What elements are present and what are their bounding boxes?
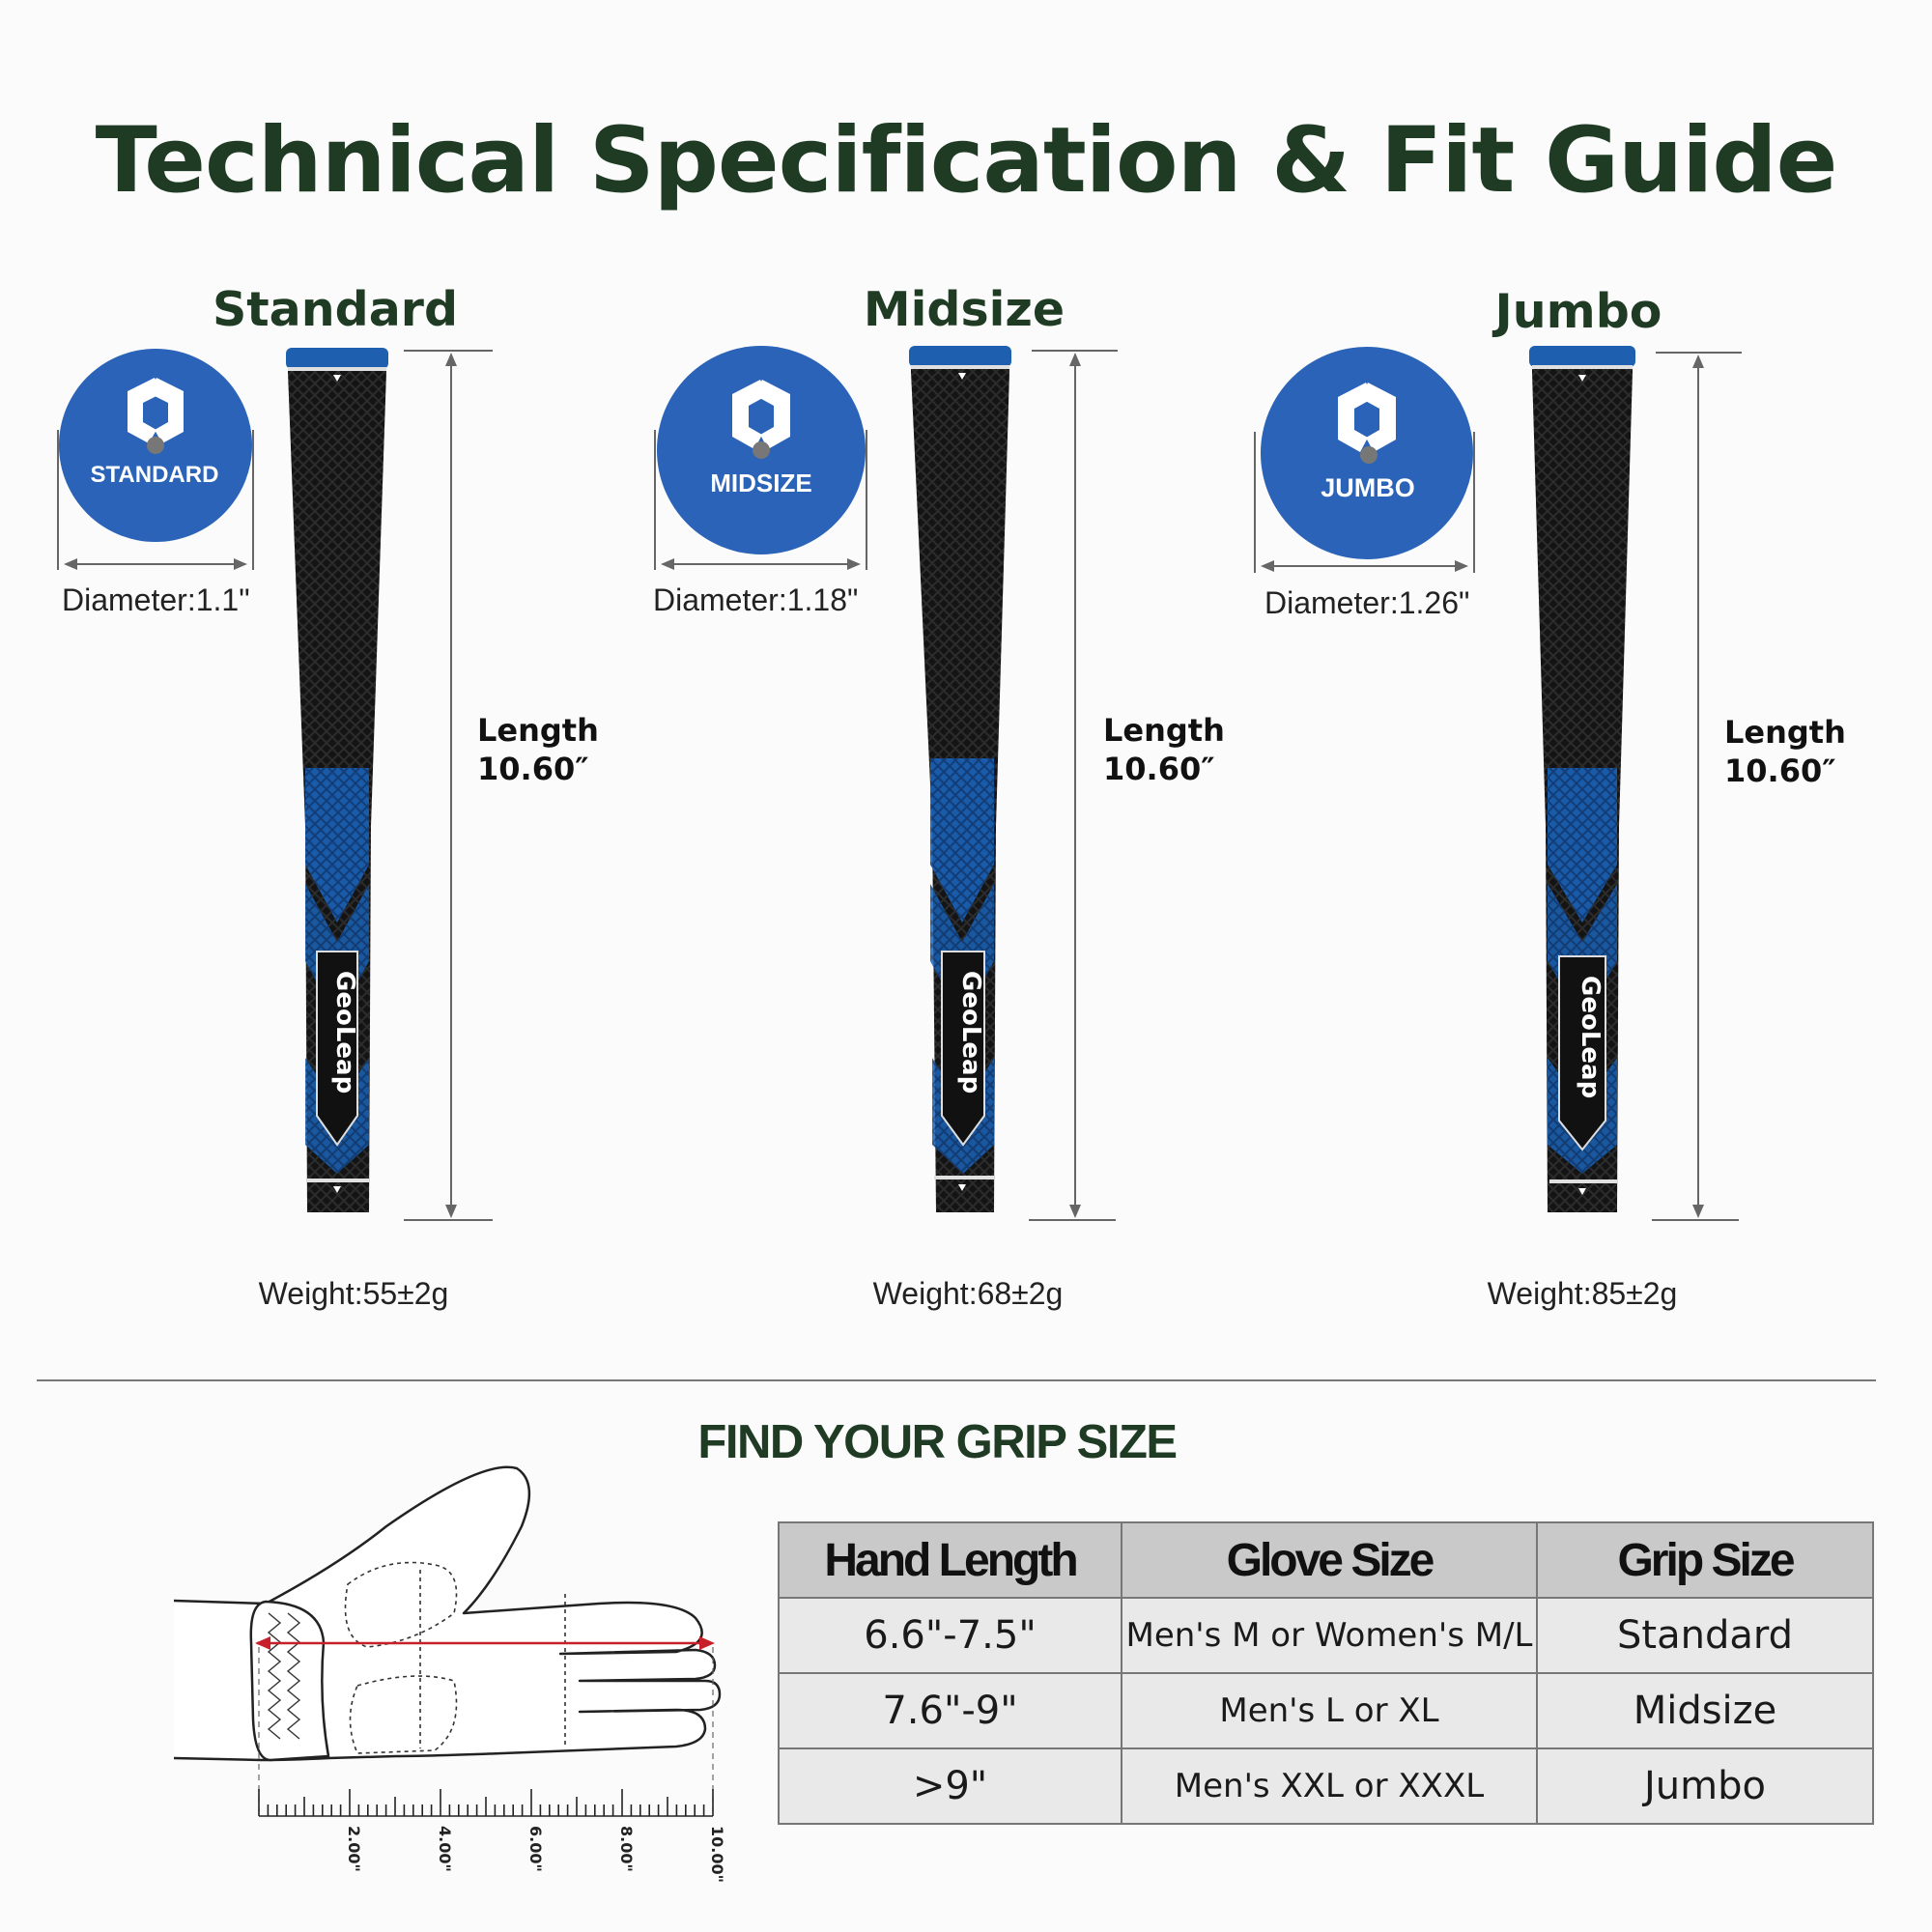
diameter-jumbo: Diameter:1.26" (1264, 585, 1470, 620)
diameter-midsize: Diameter:1.18" (653, 582, 859, 617)
section-divider (37, 1379, 1876, 1381)
ruler-label-6: 6.00" (526, 1826, 545, 1872)
grip-brand-standard: GeoLeap (330, 971, 359, 1094)
cap-jumbo (1254, 347, 1475, 573)
ruler-label-4: 4.00" (436, 1826, 454, 1872)
grip-size-table: Hand Length Glove Size Grip Size 6.6"-7.… (778, 1521, 1874, 1825)
cell-grip-size: Standard (1536, 1597, 1874, 1674)
length-label-standard: Length (477, 712, 599, 749)
grip-brand-midsize: GeoLeap (956, 971, 985, 1094)
cell-hand-length: 7.6"-9" (778, 1672, 1122, 1749)
header-glove-size: Glove Size (1121, 1521, 1538, 1599)
header-hand-length: Hand Length (778, 1521, 1122, 1599)
fit-guide-title: FIND YOUR GRIP SIZE (697, 1416, 1178, 1468)
table-row: 6.6"-7.5" Men's M or Women's M/L Standar… (778, 1597, 1874, 1674)
header-grip-size: Grip Size (1536, 1521, 1874, 1599)
length-value-jumbo: 10.60″ (1724, 753, 1836, 789)
cell-grip-size: Midsize (1536, 1672, 1874, 1749)
table-row: 7.6"-9" Men's L or XL Midsize (778, 1672, 1874, 1749)
hand-length-arrow (255, 1636, 715, 1650)
ruler-label-2: 2.00" (345, 1826, 363, 1872)
cap-midsize (654, 346, 867, 570)
size-title-standard: Standard (212, 282, 459, 337)
table-header-row: Hand Length Glove Size Grip Size (778, 1521, 1874, 1599)
brand-logo-icon (1338, 383, 1396, 452)
glove-measure-illustration: 2.00" 4.00" 6.00" 8.00" 10.00" (174, 1465, 726, 1883)
weight-midsize: Weight:68±2g (872, 1276, 1064, 1311)
table-row: >9" Men's XXL or XXXL Jumbo (778, 1747, 1874, 1825)
brand-logo-icon (732, 380, 790, 449)
cap-standard (57, 349, 254, 570)
weight-jumbo: Weight:85±2g (1487, 1276, 1678, 1311)
ruler (258, 1789, 714, 1817)
length-label-jumbo: Length (1724, 714, 1846, 751)
cell-glove-size: Men's L or XL (1121, 1672, 1538, 1749)
size-title-midsize: Midsize (863, 282, 1065, 337)
cell-hand-length: 6.6"-7.5" (778, 1597, 1122, 1674)
cap-label-midsize: MIDSIZE (710, 469, 812, 497)
cell-glove-size: Men's M or Women's M/L (1121, 1597, 1538, 1674)
cell-glove-size: Men's XXL or XXXL (1121, 1747, 1538, 1825)
cell-grip-size: Jumbo (1536, 1747, 1874, 1825)
weight-standard: Weight:55±2g (258, 1276, 449, 1311)
cap-label-jumbo: JUMBO (1321, 473, 1415, 502)
grip-midsize: GeoLeap (909, 346, 1118, 1221)
page-title: Technical Specification & Fit Guide (95, 108, 1838, 213)
ruler-label-10: 10.00" (708, 1826, 726, 1883)
brand-logo-icon (128, 378, 184, 443)
cell-hand-length: >9" (778, 1747, 1122, 1825)
grip-brand-jumbo: GeoLeap (1576, 976, 1605, 1098)
grip-jumbo: GeoLeap (1529, 346, 1742, 1221)
ruler-label-8: 8.00" (617, 1826, 636, 1872)
cap-label-standard: STANDARD (90, 462, 219, 488)
diameter-standard: Diameter:1.1" (62, 582, 250, 617)
length-value-standard: 10.60″ (477, 751, 589, 787)
grip-standard: GeoLeap (286, 348, 493, 1221)
size-title-jumbo: Jumbo (1494, 284, 1662, 339)
length-value-midsize: 10.60″ (1103, 751, 1215, 787)
length-label-midsize: Length (1103, 712, 1225, 749)
